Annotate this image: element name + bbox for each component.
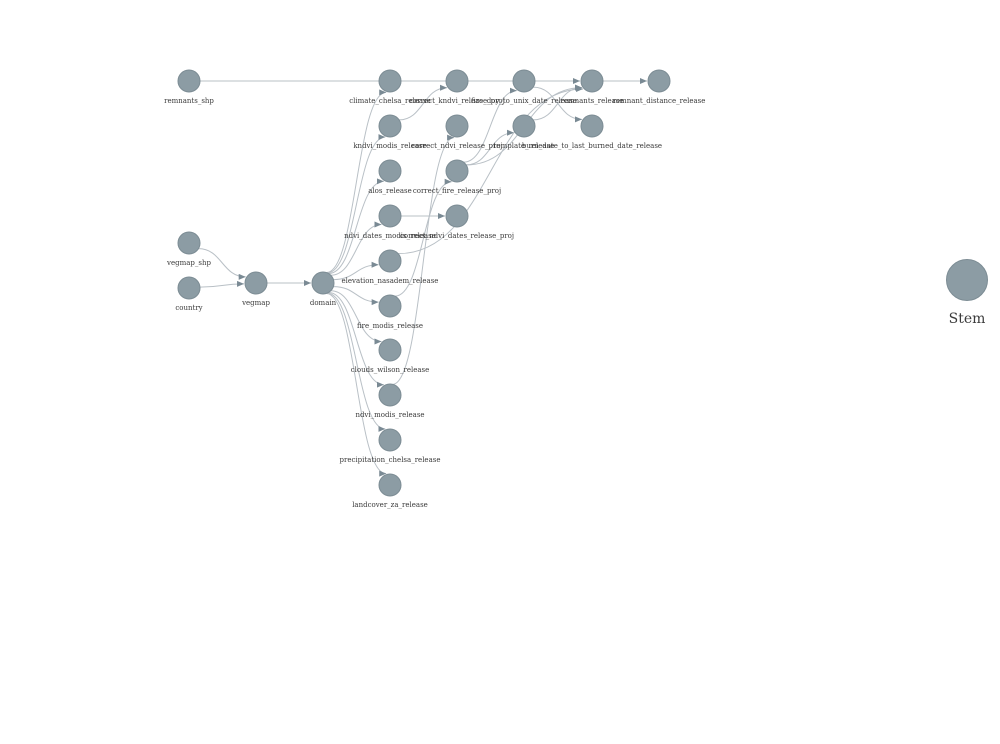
node-correct_ndvi_dates_release_proj[interactable]: correct_ndvi_dates_release_proj (400, 204, 514, 240)
node-fire_doy_to_unix_date_release[interactable]: fire_doy_to_unix_date_release (471, 69, 577, 105)
node-label: template_release (494, 142, 555, 150)
node-circle[interactable] (378, 204, 402, 228)
node-label: ndvi_modis_release (355, 411, 424, 419)
node-label: climate_chelsa_release (349, 97, 431, 105)
node-clouds_wilson_release[interactable]: clouds_wilson_release (351, 338, 430, 374)
node-label: clouds_wilson_release (351, 366, 430, 374)
edge-domain-to-alos_release (328, 178, 384, 275)
node-circle[interactable] (580, 114, 604, 138)
node-circle[interactable] (244, 271, 268, 295)
node-landcover_za_release[interactable]: landcover_za_release (352, 473, 428, 509)
node-label: correct_kndvi_release_proj (409, 97, 505, 105)
node-label: kndvi_modis_release (353, 142, 426, 150)
node-country[interactable]: country (175, 276, 203, 312)
node-label: elevation_nasadem_release (342, 277, 439, 285)
node-label: ndvi_dates_modis_release (344, 232, 436, 240)
node-circle[interactable] (378, 383, 402, 407)
edge-fire_modis_release-to-correct_fire_release_proj (394, 178, 452, 297)
node-vegmap[interactable]: vegmap (241, 271, 270, 307)
node-climate_chelsa_release[interactable]: climate_chelsa_release (349, 69, 431, 105)
node-circle[interactable] (512, 69, 536, 93)
edge-domain-to-climate_chelsa_release (326, 89, 387, 274)
edge-domain-to-clouds_wilson_release (330, 290, 382, 345)
node-ndvi_dates_modis_release[interactable]: ndvi_dates_modis_release (344, 204, 436, 240)
node-precipitation_chelsa_release[interactable]: precipitation_chelsa_release (340, 428, 441, 464)
node-label: burn_date_to_last_burned_date_release (522, 142, 662, 150)
node-circle[interactable] (580, 69, 604, 93)
edge-domain-to-landcover_za_release (326, 292, 387, 477)
node-label: correct_ndvi_dates_release_proj (400, 232, 514, 240)
edge-ndvi_modis_release-to-correct_ndvi_release_proj (392, 134, 455, 385)
node-circle[interactable] (311, 271, 335, 295)
node-label: fire_modis_release (357, 322, 423, 330)
edge-domain-to-kndvi_modis_release (327, 134, 386, 274)
edge-elevation_nasadem_release-to-remnants_release (398, 85, 584, 255)
edge-domain-to-ndvi_modis_release (328, 291, 384, 388)
node-correct_ndvi_release_proj[interactable]: correct_ndvi_release_proj (411, 114, 503, 150)
node-label: remnants_shp (164, 97, 214, 105)
node-label: country (175, 304, 202, 312)
node-label: fire_doy_to_unix_date_release (471, 97, 577, 105)
node-correct_fire_release_proj[interactable]: correct_fire_release_proj (413, 159, 501, 195)
edge-vegmap_shp-to-vegmap (198, 248, 246, 280)
edge-correct_fire_release_proj-to-fire_doy_to_unix_date_release (463, 87, 517, 163)
legend: Stem (946, 259, 988, 327)
node-circle[interactable] (177, 231, 201, 255)
node-elevation_nasadem_release[interactable]: elevation_nasadem_release (342, 249, 439, 285)
node-ndvi_modis_release[interactable]: ndvi_modis_release (355, 383, 425, 419)
node-circle[interactable] (445, 114, 469, 138)
node-label: correct_ndvi_release_proj (411, 142, 502, 150)
edge-fire_doy_to_unix_date_release-to-burn_date_to_last_burned_date_release (533, 86, 582, 123)
node-circle[interactable] (177, 69, 201, 93)
node-remnants_release[interactable]: remnants_release (561, 69, 624, 105)
node-circle[interactable] (378, 249, 402, 273)
node-circle[interactable] (177, 276, 201, 300)
node-label: correct_fire_release_proj (413, 187, 501, 195)
edge-correct_fire_release_proj-to-template_release (466, 129, 515, 166)
node-circle[interactable] (445, 159, 469, 183)
node-vegmap_shp[interactable]: vegmap_shp (166, 231, 211, 267)
node-correct_kndvi_release_proj[interactable]: correct_kndvi_release_proj (409, 69, 505, 105)
node-burn_date_to_last_burned_date_release[interactable]: burn_date_to_last_burned_date_release (522, 114, 662, 150)
edge-domain-to-precipitation_chelsa_release (327, 292, 386, 432)
node-circle[interactable] (378, 69, 402, 93)
node-alos_release[interactable]: alos_release (368, 159, 412, 195)
node-circle[interactable] (445, 204, 469, 228)
node-label: precipitation_chelsa_release (340, 456, 441, 464)
node-label: remnant_distance_release (613, 97, 706, 105)
legend-label: Stem (948, 311, 986, 327)
node-label: landcover_za_release (352, 501, 428, 509)
node-label: domain (310, 299, 337, 307)
node-label: remnants_release (561, 97, 624, 105)
node-label: vegmap (241, 299, 270, 307)
node-fire_modis_release[interactable]: fire_modis_release (357, 294, 423, 330)
node-remnants_shp[interactable]: remnants_shp (164, 69, 214, 105)
node-circle[interactable] (445, 69, 469, 93)
node-circle[interactable] (378, 338, 402, 362)
node-label: alos_release (368, 187, 412, 195)
node-template_release[interactable]: template_release (494, 114, 555, 150)
edge-domain-to-elevation_nasadem_release (333, 261, 379, 281)
node-kndvi_modis_release[interactable]: kndvi_modis_release (353, 114, 427, 150)
legend-stem-icon (946, 259, 988, 301)
edge-domain-to-ndvi_dates_modis_release (330, 221, 382, 276)
node-label: vegmap_shp (166, 259, 211, 267)
node-circle[interactable] (378, 294, 402, 318)
edge-kndvi_modis_release-to-correct_kndvi_release_proj (399, 84, 448, 121)
edge-domain-to-fire_modis_release (333, 286, 379, 306)
node-circle[interactable] (378, 159, 402, 183)
node-remnant_distance_release[interactable]: remnant_distance_release (613, 69, 706, 105)
node-domain[interactable]: domain (310, 271, 337, 307)
node-circle[interactable] (378, 428, 402, 452)
node-circle[interactable] (512, 114, 536, 138)
node-circle[interactable] (378, 473, 402, 497)
node-circle[interactable] (378, 114, 402, 138)
edge-country-to-vegmap (199, 280, 245, 288)
node-circle[interactable] (647, 69, 671, 93)
